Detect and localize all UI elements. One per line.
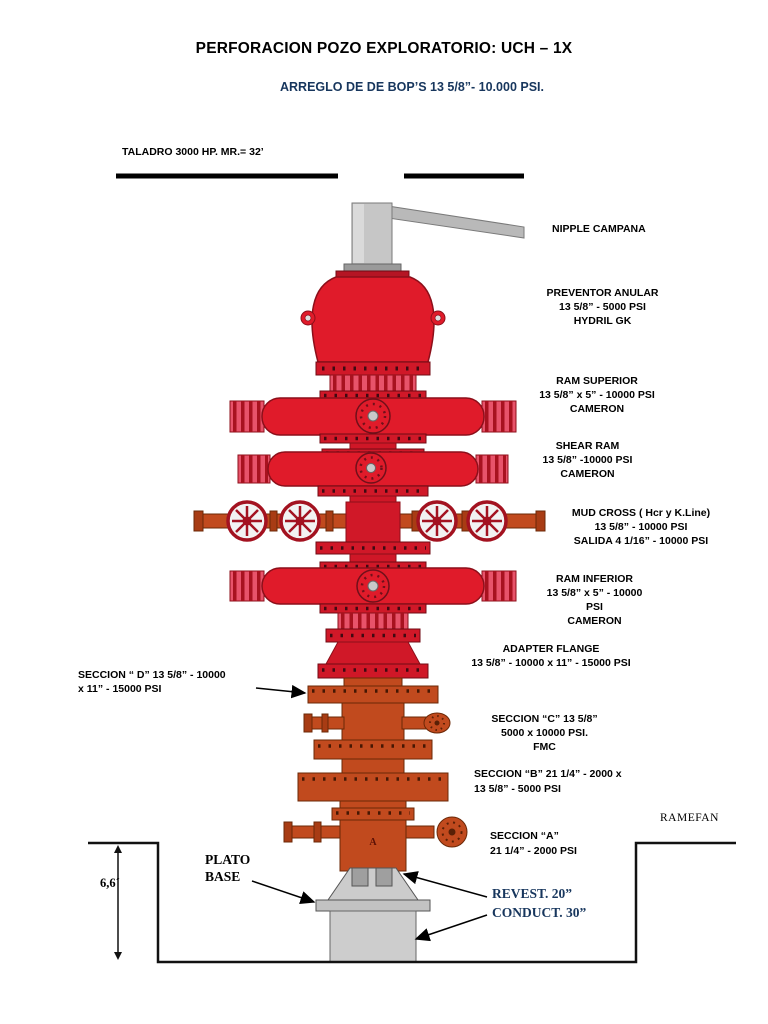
annotation-arrows [251, 684, 488, 942]
label-plato-base: PLATO BASE [205, 852, 251, 884]
label-adapter-flange: ADAPTER FLANGE 13 5/8” - 10000 x 11” - 1… [471, 643, 631, 669]
label-nipple-campana: NIPPLE CAMPANA [552, 223, 646, 235]
flow-line [387, 205, 525, 239]
label-ram-inferior: RAM INFERIOR 13 5/8” x 5” - 10000 PSI CA… [546, 573, 643, 627]
shear-ram-drawing [237, 448, 509, 507]
annular-preventer-drawing [300, 270, 446, 376]
rig-label: TALADRO 3000 HP. MR.= 32’ [122, 146, 264, 158]
seccion-c-drawing [313, 739, 433, 774]
label-preventor-anular: PREVENTOR ANULAR 13 5/8” - 5000 PSI HYDR… [546, 287, 659, 327]
label-seccion-a: SECCION “A” 21 1/4” - 2000 PSI [490, 830, 577, 857]
page-title: PERFORACION POZO EXPLORATORIO: UCH – 1X [195, 40, 573, 57]
dimension-line [114, 845, 122, 960]
base-plate-drawing [315, 867, 431, 912]
page-subtitle: ARREGLO DE DE BOP’S 13 5/8”- 10.000 PSI. [280, 80, 544, 94]
mud-cross-drawing [193, 500, 546, 565]
seccion-d-drawing [303, 685, 451, 741]
dimension-label: 6,6´ [100, 876, 120, 890]
label-shear-ram: SHEAR RAM 13 5/8” -10000 PSI CAMERON [542, 440, 633, 480]
ram-superior-drawing [229, 390, 517, 452]
bell-nipple-drawing [343, 202, 402, 274]
label-mud-cross: MUD CROSS ( Hcr y K.Line) 13 5/8” - 1000… [571, 507, 711, 547]
ground-outline [88, 841, 736, 964]
seccion-a-drawing [283, 807, 468, 872]
label-ram-superior: RAM SUPERIOR 13 5/8” x 5” - 10000 PSI CA… [539, 375, 655, 415]
seccion-a-mark: A [369, 837, 377, 848]
adapter-flange-drawing [317, 612, 429, 687]
label-seccion-c: SECCION “C” 13 5/8” 5000 x 10000 PSI. FM… [491, 713, 598, 753]
conductor-pipe-drawing [329, 910, 417, 963]
ram-inferior-drawing [229, 561, 517, 614]
brand-ramefan: RAMEFAN [660, 812, 719, 824]
label-seccion-d: SECCION “ D” 13 5/8” - 10000 x 11” - 150… [78, 669, 226, 695]
drilling-spool-drawing [329, 374, 417, 393]
label-revest-conduct: REVEST. 20” CONDUCT. 30” [492, 886, 587, 920]
label-seccion-b: SECCION “B” 21 1/4” - 2000 x 13 5/8” - 5… [474, 768, 622, 795]
seccion-b-drawing [297, 772, 449, 812]
